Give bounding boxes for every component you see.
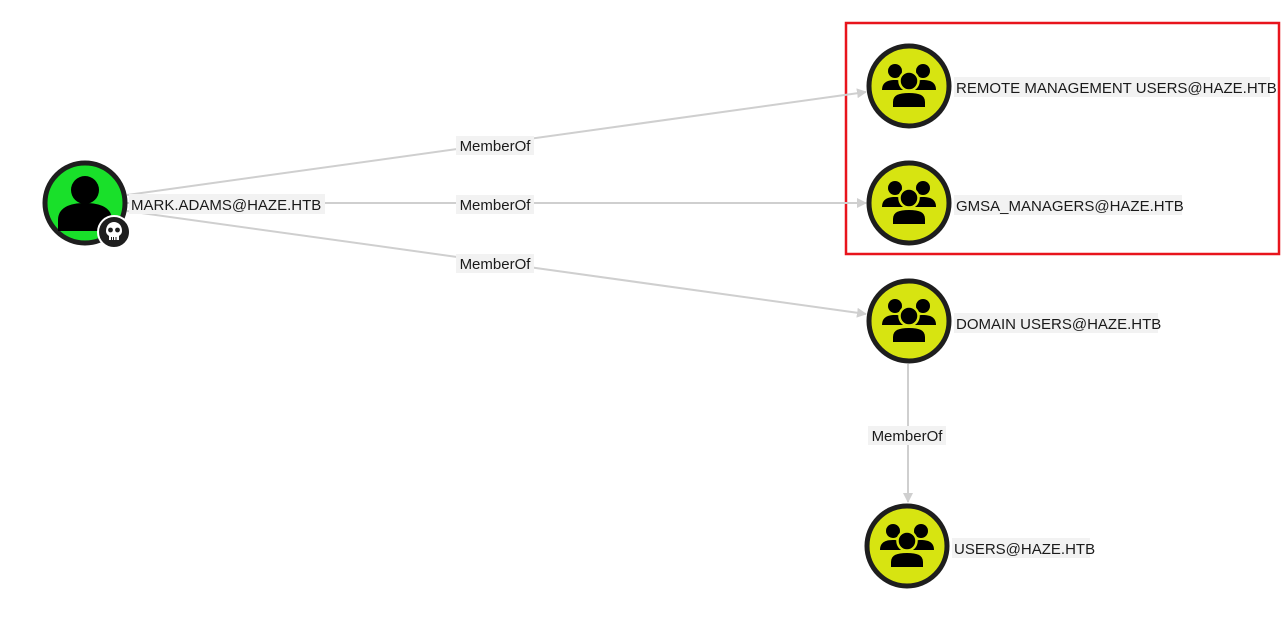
node-label: MARK.ADAMS@HAZE.HTB — [131, 197, 321, 214]
edge-mark-to-rmu[interactable]: MemberOf — [126, 88, 867, 196]
node-label-bg — [954, 77, 1270, 97]
edge-label-bg — [868, 426, 946, 445]
node-group-gmsa-managers[interactable]: GMSA_MANAGERS@HAZE.HTB — [866, 160, 1184, 246]
edge-label-bg — [456, 136, 534, 155]
highlight-box — [844, 21, 1281, 256]
owned-badge — [97, 215, 131, 249]
group-icon — [882, 299, 936, 344]
node-group-remote-management-users[interactable]: REMOTE MANAGEMENT USERS@HAZE.HTB — [866, 43, 1277, 129]
nodes-layer: MARK.ADAMS@HAZE.HTB REMOTE MANAGEMENT US… — [42, 43, 1277, 589]
node-group-domain-users[interactable]: DOMAIN USERS@HAZE.HTB — [866, 278, 1161, 364]
node-label: USERS@HAZE.HTB — [954, 541, 1095, 558]
group-icon — [882, 181, 936, 226]
node-label-bg — [954, 313, 1158, 333]
edge-label: MemberOf — [872, 428, 944, 445]
node-label: DOMAIN USERS@HAZE.HTB — [956, 316, 1161, 333]
user-icon — [58, 176, 112, 231]
skull-icon — [106, 222, 122, 240]
edge-label: MemberOf — [460, 197, 532, 214]
node-label-bg — [129, 194, 325, 214]
node-label-bg — [952, 538, 1090, 558]
edge-mark-to-du[interactable]: MemberOf — [126, 210, 867, 318]
node-label-bg — [954, 195, 1182, 215]
edge-label: MemberOf — [460, 138, 532, 155]
node-user-mark-adams[interactable]: MARK.ADAMS@HAZE.HTB — [42, 160, 325, 249]
edge-label-bg — [456, 195, 534, 214]
edge-label: MemberOf — [460, 256, 532, 273]
group-icon — [882, 64, 936, 109]
edge-du-to-users[interactable]: MemberOf — [868, 364, 946, 503]
node-label: REMOTE MANAGEMENT USERS@HAZE.HTB — [956, 80, 1277, 97]
edges-layer: MemberOf MemberOf MemberOf MemberOf — [126, 88, 946, 503]
node-label: GMSA_MANAGERS@HAZE.HTB — [956, 198, 1184, 215]
node-group-users[interactable]: USERS@HAZE.HTB — [864, 503, 1095, 589]
edge-label-bg — [456, 254, 534, 273]
group-icon — [880, 524, 934, 569]
